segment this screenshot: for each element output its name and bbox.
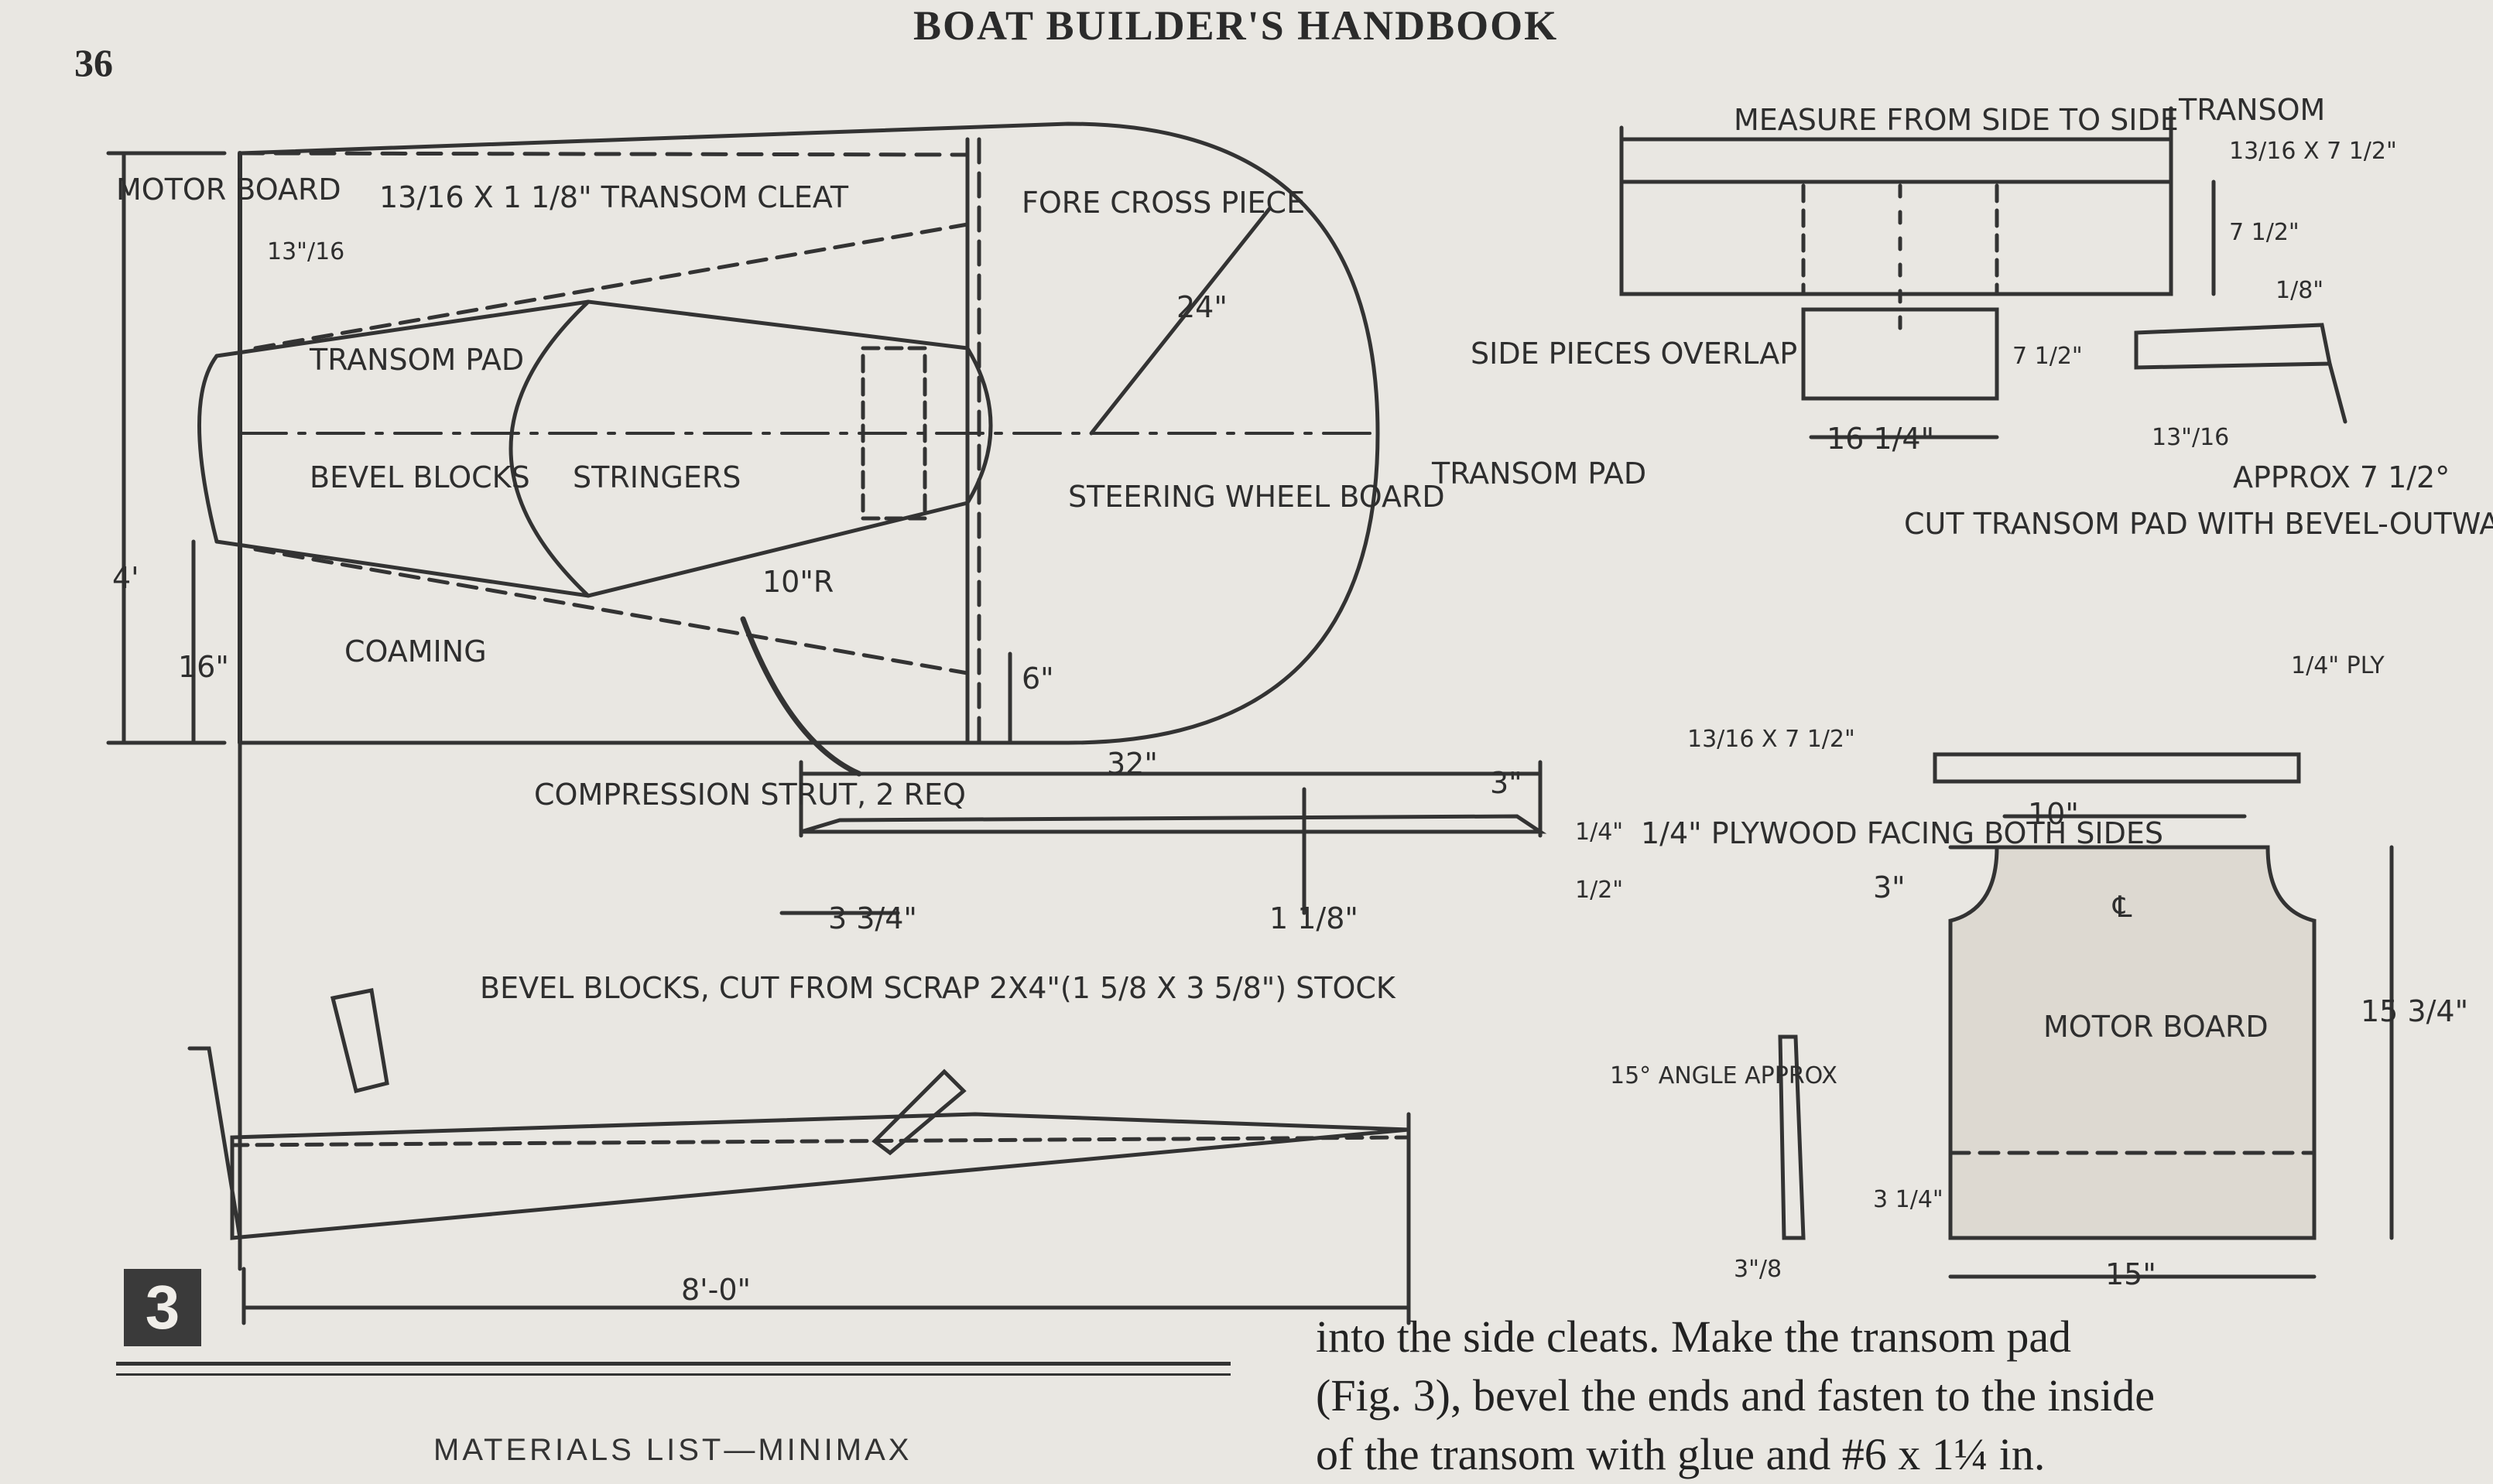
label-one-eighth: 1/8" [2276, 277, 2323, 304]
label-compression-strut: COMPRESSION STRUT, 2 REQ [534, 778, 966, 812]
label-3-inch: 3" [1490, 766, 1522, 800]
transom-board [1619, 180, 2173, 296]
figure-number-badge: 3 [124, 1269, 201, 1346]
top-view-outline [238, 121, 1380, 745]
label-coaming: COAMING [344, 634, 487, 668]
label-16-1-4: 16 1/4" [1827, 422, 1934, 456]
compression-strut [800, 814, 1547, 834]
label-plywood-facing: 1/4" PLYWOOD FACING BOTH SIDES [1641, 816, 2163, 850]
label-motor-board: MOTOR BOARD [116, 173, 341, 207]
label-24-inch: 24" [1176, 290, 1228, 324]
label-transom-pad-2: TRANSOM PAD [1431, 456, 1646, 491]
label-transom: TRANSOM [2178, 93, 2325, 127]
label-15-3-4: 15 3/4" [2361, 994, 2468, 1028]
label-centerline: ℄ [2112, 890, 2132, 924]
label-cut-transom-pad: CUT TRANSOM PAD WITH BEVEL-OUTWARDS TOWA… [1904, 507, 2493, 541]
body-line-1: into the side cleats. Make the transom p… [1316, 1311, 2072, 1362]
page-header-title: BOAT BUILDER'S HANDBOOK [913, 2, 1559, 49]
label-transom-dim: 13/16 X 7 1/2" [2229, 138, 2397, 165]
label-3-inch-b: 3" [1873, 870, 1906, 904]
label-transom-pad: TRANSOM PAD [309, 343, 524, 377]
materials-list-heading: MATERIALS LIST—MINIMAX [433, 1433, 913, 1467]
label-15-deg: 15° ANGLE APPROX [1610, 1062, 1837, 1089]
label-transom-cleat: 13/16 X 1 1/8" TRANSOM CLEAT [379, 180, 849, 214]
label-measure-side: MEASURE FROM SIDE TO SIDE [1734, 103, 2179, 137]
label-32-inch: 32" [1107, 747, 1158, 781]
section-divider-secondary [116, 1373, 1231, 1376]
label-13-x-7: 13/16 X 7 1/2" [1687, 726, 1855, 753]
label-3-3-4: 3 3/4" [828, 901, 917, 935]
side-view-hull [230, 1112, 1409, 1240]
label-steering-wheel-board: STEERING WHEEL BOARD [1068, 480, 1445, 514]
angle-wedge [1778, 1034, 1806, 1240]
label-quarter: 1/4" [1575, 819, 1623, 846]
label-16-inch: 16" [178, 650, 229, 684]
label-seven-half-b: 7 1/2" [2012, 343, 2083, 370]
label-thirteen-sixteenths-b: 13"/16 [2152, 424, 2229, 451]
motor-board [1948, 845, 2317, 1240]
label-fore-cross-piece: FORE CROSS PIECE [1022, 186, 1305, 220]
label-6-inch: 6" [1022, 662, 1054, 696]
label-seven-half: 7 1/2" [2229, 219, 2300, 246]
label-half: 1/2" [1575, 877, 1623, 904]
label-10r: 10"R [762, 565, 834, 599]
label-bevel-blocks: BEVEL BLOCKS [310, 460, 530, 494]
body-line-2: (Fig. 3), bevel the ends and fasten to t… [1316, 1370, 2156, 1421]
label-4ft: 4' [112, 561, 139, 595]
label-quarter-ply: 1/4" PLY [2291, 652, 2385, 679]
label-motor-board-2: MOTOR BOARD [2043, 1010, 2269, 1044]
body-paragraph: into the side cleats. Make the transom p… [1316, 1308, 2430, 1484]
label-3-1-4: 3 1/4" [1873, 1186, 1943, 1213]
label-15-inch: 15" [2105, 1257, 2156, 1291]
label-8ft: 8'-0" [681, 1273, 751, 1307]
transom-pad [1801, 307, 1999, 401]
label-side-pieces-overlap: SIDE PIECES OVERLAP [1471, 337, 1797, 371]
label-1-1-8: 1 1/8" [1269, 901, 1358, 935]
label-3-8: 3"/8 [1734, 1256, 1782, 1283]
label-approx: APPROX 7 1/2° [2233, 460, 2450, 494]
label-bevel-blocks-cut: BEVEL BLOCKS, CUT FROM SCRAP 2X4"(1 5/8 … [480, 971, 1396, 1005]
body-line-3: of the transom with glue and #6 x 1¼ in. [1316, 1429, 2046, 1479]
label-10-inch: 10" [2028, 797, 2079, 831]
bevel-block-sketch [330, 988, 389, 1094]
label-thirteen-sixteenths: 13"/16 [267, 238, 344, 265]
section-divider [116, 1362, 1231, 1366]
page-number: 36 [74, 41, 113, 84]
label-stringers: STRINGERS [573, 460, 741, 494]
